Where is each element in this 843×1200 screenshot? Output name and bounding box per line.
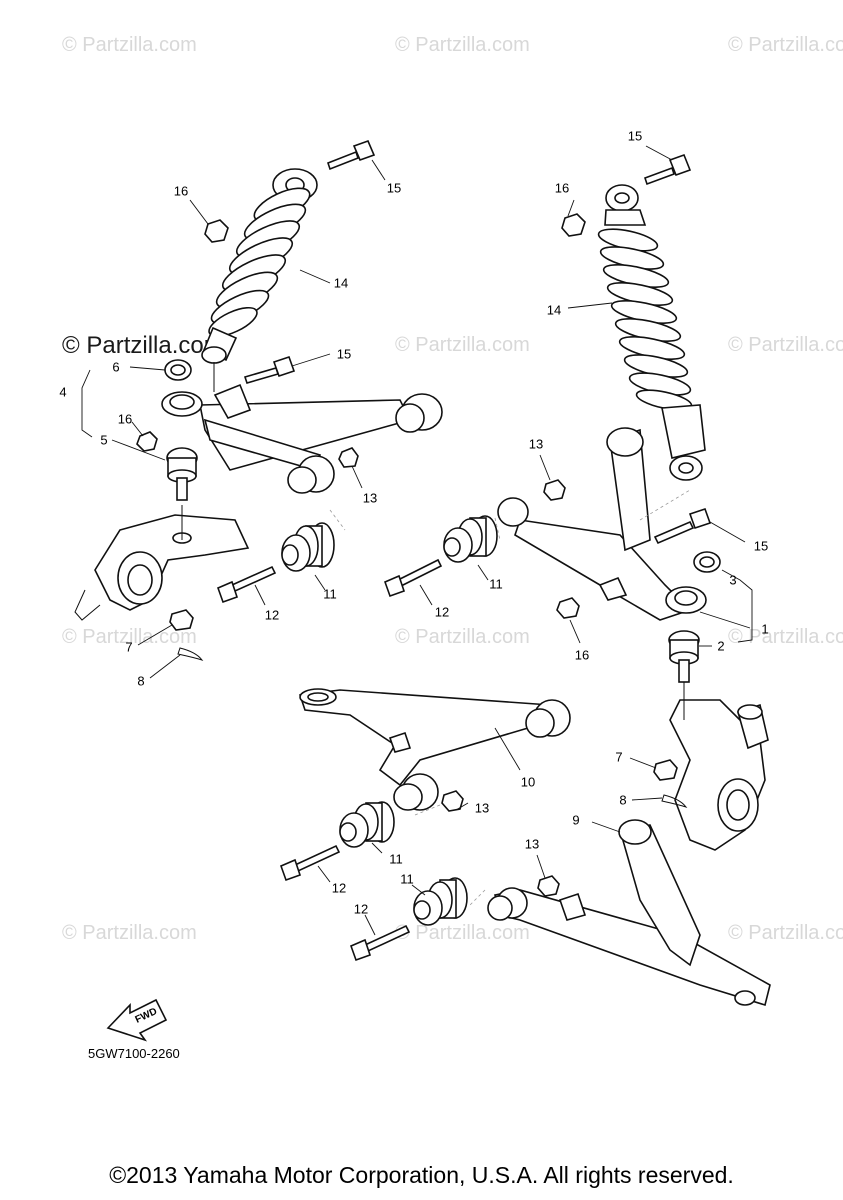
callout-13: 13 <box>362 490 378 506</box>
callout-7: 7 <box>615 749 623 765</box>
right-upper-nut <box>561 199 586 237</box>
watermark: © Partzilla.com <box>395 626 530 648</box>
watermark: © Partzilla.com <box>395 922 530 944</box>
right-nut-16 <box>556 597 581 644</box>
right-arm-bolt-15 <box>653 507 746 545</box>
diagram-code: 5GW7100-2260 <box>88 1046 180 1061</box>
left-bushing-set <box>281 522 335 591</box>
watermark: © Partzilla.com <box>395 34 530 56</box>
right-bushing-set <box>443 515 498 581</box>
right-shock-absorber <box>567 184 706 481</box>
left-upper-arm <box>161 383 443 494</box>
callout-14: 14 <box>546 302 562 318</box>
fwd-arrow-icon: FWD <box>106 998 168 1042</box>
callout-15: 15 <box>627 128 643 144</box>
right-cotter-pin-8 <box>631 794 688 808</box>
callout-9: 9 <box>572 812 580 828</box>
callout-7: 7 <box>125 639 133 655</box>
callout-10: 10 <box>520 774 536 790</box>
right-upper-bolt <box>643 145 692 186</box>
watermark-prominent: © Partzilla.com <box>62 332 224 359</box>
callout-1: 1 <box>761 621 769 637</box>
callout-3: 3 <box>729 572 737 588</box>
left-collar-13 <box>338 447 363 489</box>
callout-11: 11 <box>400 871 414 887</box>
left-knuckle <box>74 505 250 621</box>
assembly-guide-lines <box>329 489 691 906</box>
left-upper-bolt <box>327 139 386 181</box>
callout-8: 8 <box>137 673 145 689</box>
callout-5: 5 <box>100 432 108 448</box>
left-nut-16 <box>131 421 158 452</box>
callout-15: 15 <box>753 538 769 554</box>
left-bolt-12 <box>216 565 277 606</box>
lower-collar-13a <box>441 790 469 812</box>
right-collar-13 <box>539 454 566 501</box>
callout-12: 12 <box>434 604 450 620</box>
lower-arm-10 <box>298 688 571 811</box>
copyright-notice: ©2013 Yamaha Motor Corporation, U.S.A. A… <box>109 1162 734 1188</box>
callout-8: 8 <box>619 792 627 808</box>
left-castle-nut-7 <box>137 609 194 646</box>
watermark: © Partzilla.com <box>62 626 197 648</box>
right-ball-joint <box>668 611 751 683</box>
right-bolt-12 <box>383 558 443 606</box>
callout-11: 11 <box>389 851 403 867</box>
callout-12: 12 <box>264 607 280 623</box>
left-shock-absorber <box>201 168 331 392</box>
callout-12: 12 <box>353 901 369 917</box>
right-circlip <box>693 551 753 643</box>
callout-2: 2 <box>717 638 725 654</box>
left-circlip <box>129 359 192 381</box>
callout-13: 13 <box>524 836 540 852</box>
right-knuckle <box>669 682 769 851</box>
left-upper-nut <box>189 199 229 243</box>
watermark: © Partzilla.com <box>62 34 197 56</box>
lower-collar-13b <box>536 854 560 897</box>
lower-bolt-12b <box>349 914 411 962</box>
callout-14: 14 <box>333 275 349 291</box>
lower-bushing-set-a <box>339 801 395 854</box>
callout-16: 16 <box>173 183 189 199</box>
left-cotter-pin-8 <box>149 647 204 679</box>
lower-bushing-set-b <box>411 877 468 926</box>
callout-13: 13 <box>474 800 490 816</box>
callout-15: 15 <box>336 346 352 362</box>
callout-16: 16 <box>554 180 570 196</box>
watermark: © Partzilla.com <box>395 334 530 356</box>
callout-13: 13 <box>528 436 544 452</box>
watermark: © Partzilla.com <box>728 922 843 944</box>
callout-11: 11 <box>323 586 337 602</box>
callout-4: 4 <box>59 384 67 400</box>
watermark: © Partzilla.com <box>728 34 843 56</box>
right-castle-nut-7 <box>629 757 678 781</box>
callout-12: 12 <box>331 880 347 896</box>
watermark: © Partzilla.com <box>728 626 843 648</box>
callout-16: 16 <box>574 647 590 663</box>
watermark: © Partzilla.com <box>62 922 197 944</box>
callout-16: 16 <box>117 411 133 427</box>
callout-6: 6 <box>112 359 120 375</box>
lower-bolt-12a <box>279 844 341 883</box>
left-arm-bolt-15 <box>243 353 331 384</box>
callout-15: 15 <box>386 180 402 196</box>
lower-arm-9 <box>487 819 771 1007</box>
callout-11: 11 <box>489 576 503 592</box>
watermark: © Partzilla.com <box>728 334 843 356</box>
left-ball-joint <box>81 369 198 501</box>
